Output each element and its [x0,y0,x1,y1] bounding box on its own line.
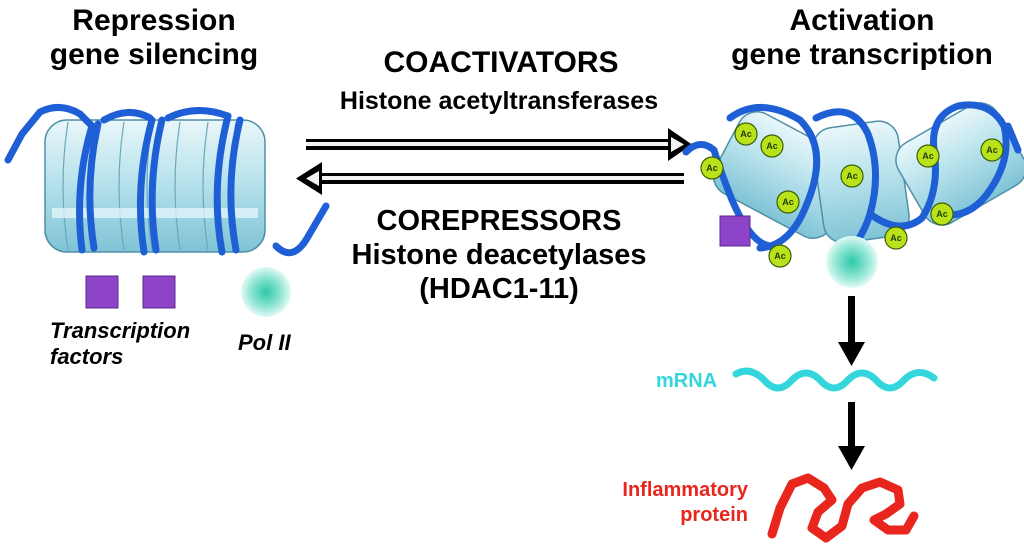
acetyl-label: Ac [774,251,786,261]
transcription-factor-2 [142,275,176,309]
transcription-factors-label: Transcription factors [50,318,190,370]
acetyl-group-6 [840,164,864,188]
acetyl-group-4 [776,190,800,214]
acetyl-label: Ac [740,129,752,139]
acetyl-label: Ac [890,233,902,243]
acetyl-label: Ac [936,209,948,219]
acetyl-group-9 [930,202,954,226]
forward-arrow [306,128,692,161]
acetyl-group-10 [980,138,1004,162]
dna-wrap [4,104,330,257]
transcription-factors-line-1: Transcription [50,318,191,343]
acetyl-group-7 [884,226,908,250]
right-title: Activation gene transcription [706,4,1018,72]
protein-chain [767,473,919,543]
acetyl-label: Ac [846,171,858,181]
left-title-line-2: gene silencing [49,38,259,71]
mrna-label: mRNA [656,370,718,392]
acetyl-label: Ac [706,163,718,173]
inflammatory-protein-line-1: Inflammatory [622,479,748,501]
left-title: Repression gene silencing [14,4,294,72]
pol-ii-label: Pol II [238,330,291,355]
acetyl-group-3 [760,134,784,158]
inflammatory-protein-label: Inflammatory protein [570,478,748,528]
acetyl-group-5 [768,244,792,268]
reverse-arrow [296,162,684,195]
coactivators-label: COACTIVATORS [383,46,619,79]
acetyl-labels: Ac Ac Ac Ac Ac Ac Ac Ac Ac Ac [706,129,998,261]
open-chromatin: Ac Ac Ac Ac Ac Ac Ac Ac Ac Ac [682,101,1024,268]
pol-ii-left [241,267,291,317]
acetyl-group-2 [734,122,758,146]
inflammatory-protein-line-2: protein [680,504,748,526]
transcription-factor-1 [85,275,119,309]
acetyl-group-1 [700,156,724,180]
translation-arrow [838,402,865,470]
histone-acetyltransferases-label: Histone acetyltransferases [339,87,659,115]
acetyl-label: Ac [782,197,794,207]
corepressors-line-1: COREPRESSORS [376,205,622,237]
right-title-line-1: Activation [789,4,935,37]
mrna-strand [732,367,938,392]
acetyl-label: Ac [766,141,778,151]
transcription-factor-right [719,215,751,247]
corepressors-label: COREPRESSORS Histone deacetylases (HDAC1… [304,204,694,306]
corepressors-line-3: (HDAC1-11) [419,273,579,305]
pol-ii-right [826,236,878,288]
acetyl-label: Ac [922,151,934,161]
acetyl-groups [700,122,1004,268]
corepressors-line-2: Histone deacetylases [351,239,647,271]
condensed-chromatin [4,104,330,257]
transcription-arrow [838,296,865,366]
acetyl-group-8 [916,144,940,168]
transcription-factors-line-2: factors [50,344,124,369]
right-title-line-2: gene transcription [731,38,993,71]
left-title-line-1: Repression [72,4,236,37]
acetyl-label: Ac [986,145,998,155]
